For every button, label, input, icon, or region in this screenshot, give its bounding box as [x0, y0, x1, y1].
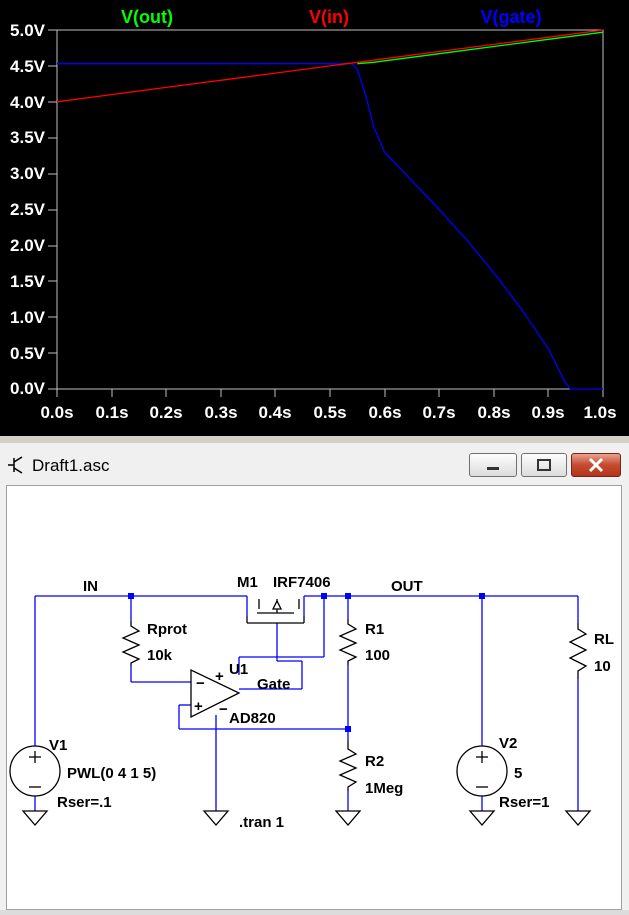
rprot-value: 10k: [147, 647, 173, 664]
title-bar[interactable]: Draft1.asc: [0, 443, 629, 487]
rprot-name: Rprot: [147, 621, 187, 638]
u1-model: AD820: [229, 710, 276, 727]
x-tick-label: 1.0s: [583, 403, 616, 422]
waveform-plot[interactable]: V(out) V(in) V(gate) 5.0V 4.5V 4.0V 3.5V…: [0, 0, 629, 436]
r2-value: 1Meg: [365, 780, 403, 797]
y-tick-label: 3.0V: [10, 164, 46, 183]
y-tick-label: 2.0V: [10, 236, 46, 255]
waveform-pane[interactable]: V(out) V(in) V(gate) 5.0V 4.5V 4.0V 3.5V…: [0, 0, 629, 436]
u1-name: U1: [229, 661, 248, 678]
schematic-canvas[interactable]: − + + −: [6, 485, 622, 910]
opamp-vplus-sign: +: [215, 668, 224, 685]
x-tick-label: 0.3s: [204, 403, 237, 422]
v1-value: PWL(0 4 1 5): [67, 765, 156, 782]
y-tick-label: 3.5V: [10, 128, 46, 147]
transistor-icon: [8, 456, 23, 474]
resistor-rl[interactable]: [568, 623, 588, 679]
x-tick-label: 0.5s: [313, 403, 346, 422]
opamp-plus-sign: +: [194, 698, 203, 715]
wires[interactable]: [34, 595, 579, 811]
opamp-minus-sign: −: [196, 675, 205, 692]
v2-name: V2: [499, 735, 517, 752]
x-tick-label: 0.4s: [258, 403, 291, 422]
r1-value: 100: [365, 647, 390, 664]
rl-name: RL: [594, 631, 614, 648]
resistor-r2[interactable]: [338, 741, 358, 791]
close-icon: [588, 457, 604, 473]
voltage-source-v2[interactable]: [456, 745, 508, 797]
v2-rser: Rser=1: [499, 794, 549, 811]
x-tick-label: 0.7s: [422, 403, 455, 422]
trace-vin[interactable]: [56, 29, 604, 103]
maximize-button[interactable]: [521, 453, 567, 477]
r2-name: R2: [365, 753, 384, 770]
voltage-source-v1[interactable]: [9, 745, 61, 797]
window-bottom-border: [0, 910, 629, 915]
junction-dots: [128, 593, 485, 732]
x-tick-label: 0.1s: [95, 403, 128, 422]
x-tick-label: 0.2s: [149, 403, 182, 422]
trace-label-vgate[interactable]: V(gate): [480, 7, 541, 27]
ground-symbols: [21, 810, 592, 826]
v1-rser: Rser=.1: [57, 794, 112, 811]
x-tick-label: 0.9s: [531, 403, 564, 422]
window-title: Draft1.asc: [32, 456, 110, 475]
y-tick-label: 4.5V: [10, 57, 46, 76]
x-tick-label: 0.0s: [40, 403, 73, 422]
minimize-icon: [487, 467, 499, 470]
y-axis: 5.0V 4.5V 4.0V 3.5V 3.0V 2.5V 2.0V 1.5V …: [10, 21, 57, 398]
y-tick-label: 5.0V: [10, 21, 46, 40]
v1-name: V1: [49, 737, 67, 754]
resistor-rprot[interactable]: [121, 621, 141, 666]
gate-net-label: Gate: [257, 676, 290, 693]
y-tick-label: 0.0V: [10, 379, 46, 398]
plot-background: [0, 0, 629, 436]
y-tick-label: 2.5V: [10, 200, 46, 219]
m1-name: M1: [237, 574, 258, 591]
y-tick-label: 1.5V: [10, 272, 46, 291]
opamp-vminus-sign: −: [219, 701, 228, 718]
trace-vgate[interactable]: [57, 63, 603, 390]
x-tick-label: 0.6s: [368, 403, 401, 422]
net-label-in: IN: [83, 578, 98, 595]
y-tick-label: 4.0V: [10, 93, 46, 112]
schematic-drawing[interactable]: − + + −: [7, 486, 621, 909]
rl-value: 10: [594, 658, 611, 675]
y-tick-label: 0.5V: [10, 344, 46, 363]
x-axis: 0.0s 0.1s 0.2s 0.3s 0.4s 0.5s 0.6s 0.7s …: [40, 389, 617, 422]
net-label-out: OUT: [391, 578, 423, 595]
opamp-u1[interactable]: − + + −: [190, 668, 241, 719]
schematic-window[interactable]: Draft1.asc: [0, 443, 629, 915]
trace-label-vin[interactable]: V(in): [309, 7, 349, 27]
r1-name: R1: [365, 621, 384, 638]
close-button[interactable]: [571, 453, 621, 477]
resistor-r1[interactable]: [338, 619, 358, 665]
trace-label-vout[interactable]: V(out): [121, 7, 173, 27]
maximize-icon: [537, 459, 551, 471]
x-tick-label: 0.8s: [477, 403, 510, 422]
y-tick-label: 1.0V: [10, 308, 46, 327]
minimize-button[interactable]: [469, 453, 517, 477]
tran-directive[interactable]: .tran 1: [239, 814, 284, 831]
m1-model: IRF7406: [273, 574, 331, 591]
trace-vout[interactable]: [357, 31, 604, 65]
mosfet-m1[interactable]: [246, 599, 305, 624]
v2-value: 5: [514, 765, 522, 782]
trace-layer: [56, 29, 604, 390]
